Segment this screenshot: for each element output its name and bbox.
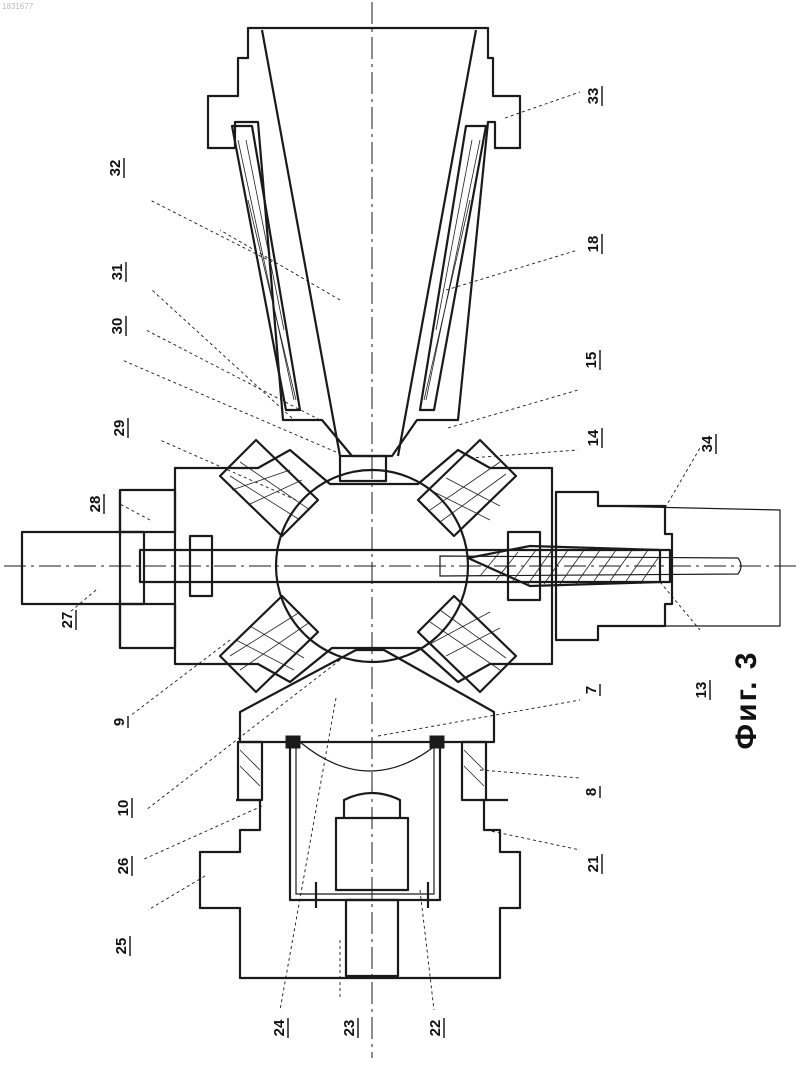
callout-28: 28 <box>87 494 104 514</box>
svg-text:7: 7 <box>583 686 600 694</box>
callout-24: 24 <box>271 1018 288 1038</box>
callout-7: 7 <box>583 684 600 696</box>
callout-15: 15 <box>583 350 600 370</box>
callout-9: 9 <box>111 716 128 728</box>
callout-22: 22 <box>427 1018 444 1038</box>
svg-text:27: 27 <box>59 612 76 629</box>
callout-23: 23 <box>341 1018 358 1038</box>
callout-29: 29 <box>111 418 128 438</box>
svg-text:33: 33 <box>585 88 602 105</box>
callout-13: 13 <box>693 680 710 700</box>
callout-33: 33 <box>585 86 602 106</box>
callout-34: 34 <box>699 434 716 454</box>
callout-21: 21 <box>585 854 602 874</box>
cathode-assembly <box>200 650 520 978</box>
svg-text:23: 23 <box>341 1020 358 1037</box>
svg-text:8: 8 <box>583 788 600 796</box>
callout-30: 30 <box>109 316 126 336</box>
figure-caption: Фиг. 3 <box>730 651 763 750</box>
svg-text:22: 22 <box>427 1020 444 1037</box>
svg-text:15: 15 <box>583 352 600 369</box>
svg-text:26: 26 <box>115 858 132 875</box>
svg-text:29: 29 <box>111 420 128 437</box>
svg-text:13: 13 <box>693 682 710 699</box>
callout-32: 32 <box>107 158 124 178</box>
corner-number: 1831677 <box>2 2 34 11</box>
svg-text:21: 21 <box>585 856 602 873</box>
callout-26: 26 <box>115 856 132 876</box>
callout-labels: 33 32 18 31 30 15 14 29 34 28 27 13 9 7 … <box>59 86 716 1038</box>
callout-25: 25 <box>113 936 130 956</box>
callout-18: 18 <box>585 234 602 254</box>
callout-27: 27 <box>59 610 76 630</box>
exit-nozzle <box>208 28 520 481</box>
svg-text:18: 18 <box>585 236 602 253</box>
svg-text:25: 25 <box>113 938 130 955</box>
svg-text:9: 9 <box>111 718 128 726</box>
callout-14: 14 <box>585 428 602 448</box>
svg-text:Фиг. 3: Фиг. 3 <box>730 651 763 750</box>
svg-text:32: 32 <box>107 160 124 177</box>
svg-text:34: 34 <box>699 435 716 452</box>
left-holder <box>22 490 212 648</box>
callout-10: 10 <box>115 798 132 818</box>
svg-text:24: 24 <box>271 1019 288 1036</box>
callout-8: 8 <box>583 786 600 798</box>
svg-text:28: 28 <box>87 496 104 513</box>
svg-text:14: 14 <box>585 429 602 446</box>
svg-text:10: 10 <box>115 800 132 817</box>
svg-text:30: 30 <box>109 318 126 335</box>
callout-31: 31 <box>109 262 126 282</box>
svg-text:31: 31 <box>109 264 126 281</box>
